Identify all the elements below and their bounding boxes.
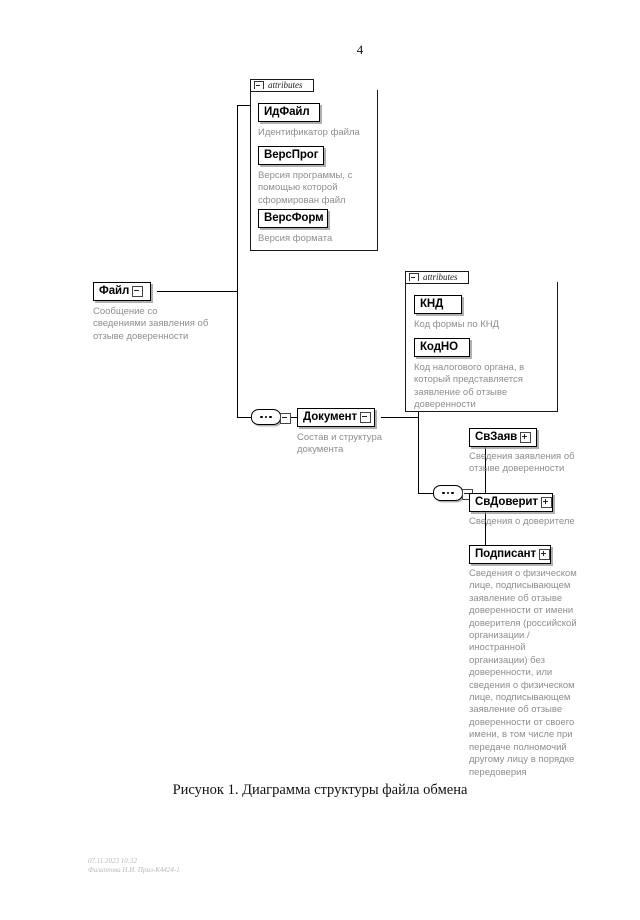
node-kod-no-description: Код налогового органа, в который предста… bbox=[414, 362, 525, 411]
node-sv-zayav-label: СвЗаяв bbox=[475, 430, 518, 443]
connector-line bbox=[237, 105, 251, 106]
minus-box-icon[interactable] bbox=[132, 286, 144, 297]
sequence-dot bbox=[451, 491, 454, 495]
node-id-fail[interactable]: ИдФайл bbox=[258, 103, 320, 122]
node-vers-prog[interactable]: ВерсПрог bbox=[258, 146, 324, 165]
attributes-tab-label: attributes bbox=[423, 272, 458, 282]
node-vers-form-label: ВерсФорм bbox=[264, 211, 324, 224]
node-sv-doverit[interactable]: СвДоверит bbox=[469, 493, 553, 512]
node-kod-no[interactable]: КодНО bbox=[414, 338, 470, 357]
sequence-dot bbox=[264, 415, 268, 419]
plus-box-icon[interactable] bbox=[539, 549, 551, 560]
node-vers-form[interactable]: ВерсФорм bbox=[258, 209, 328, 228]
sequence-dot bbox=[269, 415, 272, 419]
figure-caption: Рисунок 1. Диаграмма структуры файла обм… bbox=[172, 782, 468, 798]
tab-merge-mask bbox=[406, 281, 468, 283]
node-fail[interactable]: Файл bbox=[93, 282, 151, 301]
node-sv-zayav[interactable]: СвЗаяв bbox=[469, 428, 537, 447]
node-vers-prog-description: Версия программы, с помощью которой сфор… bbox=[258, 170, 353, 206]
node-id-fail-description: Идентификатор файла bbox=[258, 127, 360, 138]
sequence-compositor-document-children[interactable] bbox=[433, 485, 473, 501]
node-knd-label: КНД bbox=[420, 297, 444, 310]
node-dokument[interactable]: Документ bbox=[297, 408, 375, 427]
node-fail-label: Файл bbox=[99, 284, 130, 297]
node-kod-no-label: КодНО bbox=[420, 340, 458, 353]
node-sv-doverit-label: СвДоверит bbox=[475, 495, 538, 508]
node-vers-prog-label: ВерсПрог bbox=[264, 148, 319, 161]
sequence-compositor-document[interactable] bbox=[251, 409, 291, 425]
page-number: 4 bbox=[356, 42, 364, 57]
node-sv-zayav-description: Сведения заявления об отзыве доверенност… bbox=[469, 451, 575, 475]
attributes-tab[interactable]: attributes bbox=[405, 271, 469, 284]
node-id-fail-label: ИдФайл bbox=[264, 105, 310, 118]
attributes-tab-label: attributes bbox=[268, 80, 303, 90]
plus-box-icon[interactable] bbox=[540, 497, 552, 508]
node-dokument-label: Документ bbox=[303, 410, 358, 423]
node-knd[interactable]: КНД bbox=[414, 295, 462, 314]
sequence-dot bbox=[260, 415, 263, 419]
connector-line bbox=[237, 105, 238, 417]
minus-box-icon[interactable] bbox=[280, 413, 291, 424]
connector-line bbox=[418, 493, 433, 494]
tab-merge-mask bbox=[251, 89, 313, 91]
connector-line bbox=[381, 417, 418, 418]
sequence-dot bbox=[446, 491, 450, 495]
footer-stamp: 07.11.2023 10:32 Филиппова Н.И. Прил-К44… bbox=[88, 857, 180, 874]
sequence-dot bbox=[442, 491, 445, 495]
node-dokument-description: Состав и структура документа bbox=[297, 432, 383, 456]
connector-line bbox=[157, 291, 237, 292]
minus-box-icon[interactable] bbox=[360, 412, 372, 423]
attributes-tab[interactable]: attributes bbox=[250, 79, 314, 92]
node-podpisant-description: Сведения о физическом лице, подписывающе… bbox=[469, 568, 577, 778]
node-podpisant[interactable]: Подписант bbox=[469, 545, 551, 564]
connector-line bbox=[291, 417, 298, 418]
connector-line bbox=[237, 417, 251, 418]
node-podpisant-label: Подписант bbox=[475, 547, 537, 560]
node-vers-form-description: Версия формата bbox=[258, 233, 333, 244]
node-knd-description: Код формы по КНД bbox=[414, 319, 500, 330]
node-fail-description: Сообщение со сведениями заявления об отз… bbox=[93, 306, 209, 342]
plus-box-icon[interactable] bbox=[520, 432, 532, 443]
node-sv-doverit-description: Сведения о доверителе bbox=[469, 516, 575, 527]
